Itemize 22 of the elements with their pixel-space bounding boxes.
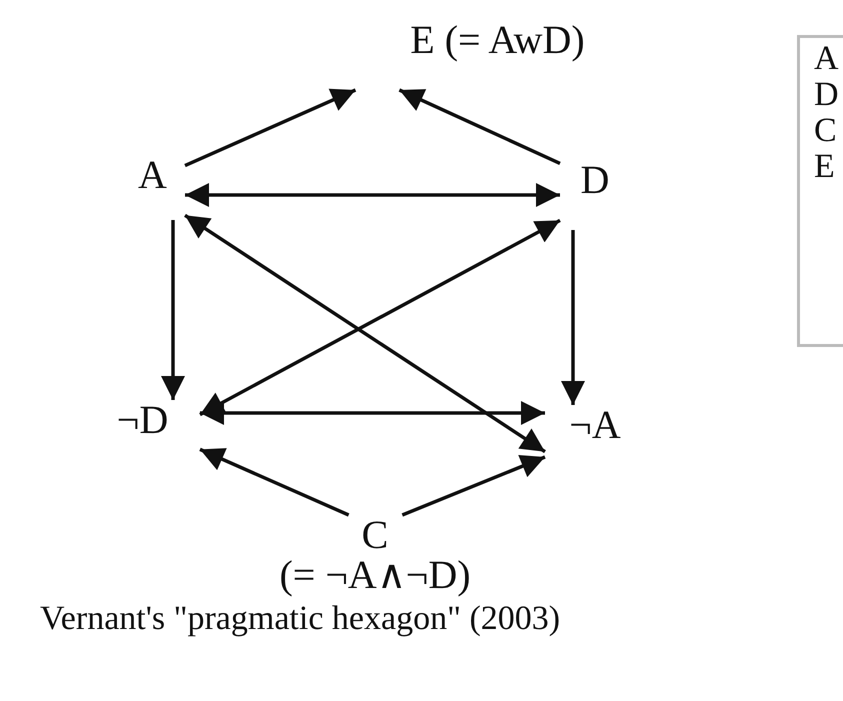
legend-text: E [814,152,836,182]
arrow [402,454,546,517]
arrow [200,401,545,425]
arrow [184,88,356,168]
legend-text: C [814,116,838,146]
node-label: ¬D [116,400,170,440]
arrow [398,88,561,166]
node-label: E (= AwD) [409,20,586,60]
node-label: D [580,160,610,200]
node-formula: (= ¬A∧¬D) [278,555,472,595]
node-label: ¬A [568,405,622,445]
legend-text: D [814,80,840,110]
arrow [199,218,561,416]
arrow [561,230,585,405]
arrow [184,214,546,454]
arrow [199,448,350,517]
legend-text: A [814,44,840,74]
node-label: A [137,155,168,195]
arrow [185,183,560,207]
node-label: C [360,515,390,555]
caption: Vernant's "pragmatic hexagon" (2003) [40,600,560,638]
arrow [161,220,185,400]
